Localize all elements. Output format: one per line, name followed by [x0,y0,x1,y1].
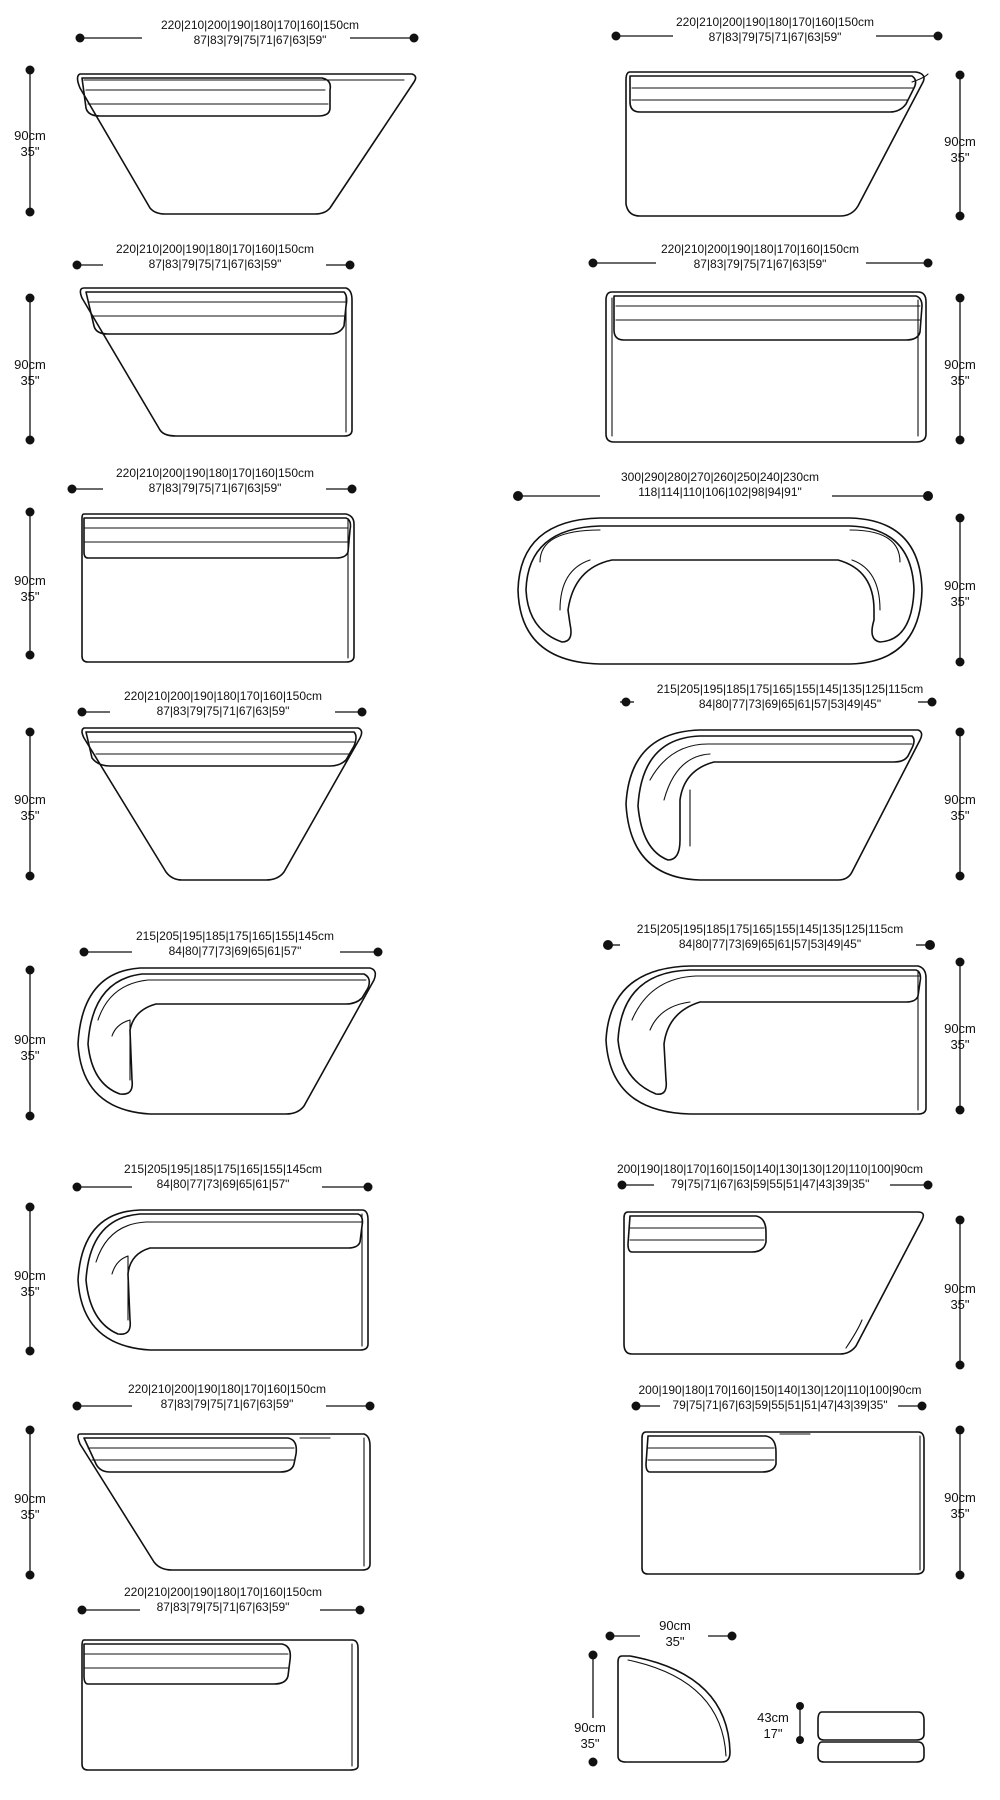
sofa-module-13-outline [77,1433,371,1571]
width-in: 84|80|77|73|69|65|61|57|53|49|45" [698,697,882,711]
width-cm: 220|210|200|190|180|170|160|150cm [124,689,322,703]
sofa-module-6-outline [517,517,923,665]
sofa-module-5-outline [81,513,355,663]
width-cm: 220|210|200|190|180|170|160|150cm [161,18,359,32]
width-cm: 215|205|195|185|175|165|155|145|135|125|… [656,682,924,696]
width-in: 79|75|71|67|63|59|55|51|47|43|39|35" [670,1177,870,1191]
width-in: 79|75|71|67|63|59|55|51|51|47|43|39|35" [672,1398,888,1412]
sofa-module-15-outline [81,1639,359,1771]
sofa-module-12-outline [623,1211,925,1355]
width-in: 118|114|110|106|102|98|94|91" [638,485,802,499]
sofa-module-2-outline [625,71,929,217]
width-label: 200|190|180|170|160|150|140|130|130|120|… [590,1162,950,1192]
width-cm: 220|210|200|190|180|170|160|150cm [676,15,874,29]
sofa-module-11-outline [77,1209,369,1351]
width-in: 87|83|79|75|71|67|63|59" [148,481,282,495]
height-cm: 90cm [574,1720,606,1735]
width-cm: 220|210|200|190|180|170|160|150cm [661,242,859,256]
width-cm: 220|210|200|190|180|170|160|150cm [124,1585,322,1599]
sofa-module-16-corner-outline [617,1655,731,1763]
width-label: 215|205|195|185|175|165|155|145|135|125|… [620,682,960,712]
width-in: 87|83|79|75|71|67|63|59" [148,257,282,271]
width-label: 215|205|195|185|175|165|155|145cm 84|80|… [75,929,395,959]
width-label: 200|190|180|170|160|150|140|130|120|110|… [600,1383,960,1413]
sofa-module-4-outline [605,291,927,443]
width-label: 90cm 35" [645,1618,705,1650]
sofa-module-10-outline [605,965,927,1115]
width-cm: 90cm [659,1618,691,1633]
width-cm: 220|210|200|190|180|170|160|150cm [116,242,314,256]
width-cm: 220|210|200|190|180|170|160|150cm [128,1382,326,1396]
width-in: 84|80|77|73|69|65|61|57" [156,1177,290,1191]
height-in: 35" [580,1736,600,1751]
width-label: 215|205|195|185|175|165|155|145cm 84|80|… [63,1162,383,1192]
width-label: 220|210|200|190|180|170|160|150cm 87|83|… [600,242,920,272]
dimension-lines [25,31,965,1767]
width-label: 220|210|200|190|180|170|160|150cm 87|83|… [63,1585,383,1615]
width-in: 87|83|79|75|71|67|63|59" [193,33,327,47]
width-cm: 200|190|180|170|160|150|140|130|120|110|… [638,1383,922,1397]
width-in: 87|83|79|75|71|67|63|59" [160,1397,294,1411]
width-cm: 200|190|180|170|160|150|140|130|130|120|… [616,1162,924,1176]
width-cm: 215|205|195|185|175|165|155|145cm [124,1162,322,1176]
width-in: 84|80|77|73|69|65|61|57|53|49|45" [678,937,862,951]
height-cm: 43cm [757,1710,789,1725]
width-in: 84|80|77|73|69|65|61|57" [168,944,302,958]
width-in: 87|83|79|75|71|67|63|59" [156,1600,290,1614]
width-in: 87|83|79|75|71|67|63|59" [693,257,827,271]
sofa-module-8-outline [625,729,923,881]
width-label: 215|205|195|185|175|165|155|145|135|125|… [600,922,940,952]
ottoman-module-17-outline [817,1711,925,1763]
sofa-module-9-outline [77,967,377,1115]
sofa-module-3-outline [79,287,353,437]
width-in: 87|83|79|75|71|67|63|59" [156,704,290,718]
width-label: 220|210|200|190|180|170|160|150cm 87|83|… [55,242,375,272]
height-label: 90cm 35" [560,1720,620,1752]
width-label: 220|210|200|190|180|170|160|150cm 87|83|… [67,1382,387,1412]
height-in: 17" [763,1726,783,1741]
width-cm: 220|210|200|190|180|170|160|150cm [116,466,314,480]
width-label: 300|290|280|270|260|250|240|230cm 118|11… [560,470,880,500]
width-cm: 300|290|280|270|260|250|240|230cm [621,470,819,484]
width-label: 220|210|200|190|180|170|160|150cm 87|83|… [615,15,935,45]
height-label: 43cm 17" [748,1710,798,1742]
sofa-module-7-outline [81,727,363,881]
sofa-module-1-outline [76,73,417,215]
width-label: 220|210|200|190|180|170|160|150cm 87|83|… [63,689,383,719]
width-in: 35" [665,1634,685,1649]
width-label: 220|210|200|190|180|170|160|150cm 87|83|… [100,18,420,48]
sofa-module-14-outline [641,1431,925,1575]
width-label: 220|210|200|190|180|170|160|150cm 87|83|… [55,466,375,496]
width-cm: 215|205|195|185|175|165|155|145cm [136,929,334,943]
width-in: 87|83|79|75|71|67|63|59" [708,30,842,44]
width-cm: 215|205|195|185|175|165|155|145|135|125|… [636,922,904,936]
